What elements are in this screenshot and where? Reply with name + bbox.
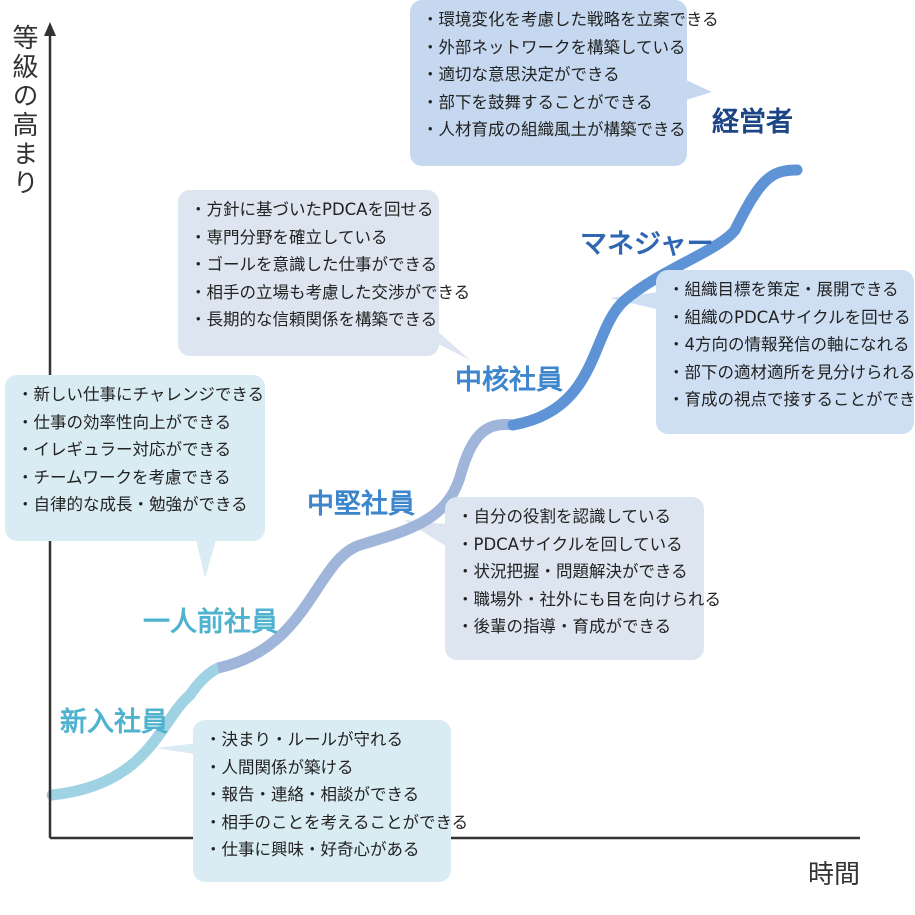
callout-item: 新しい仕事にチャレンジできる: [17, 381, 265, 409]
callout-item: 人間関係が築ける: [205, 754, 441, 782]
pointer-fullfledged: [196, 540, 216, 578]
callout-item: 組織のPDCAサイクルを回せる: [668, 304, 911, 332]
callout-item: ゴールを意識した仕事ができる: [190, 251, 438, 279]
pointer-executive: [686, 80, 712, 100]
callout-item: 相手の立場も考慮した交渉ができる: [190, 279, 471, 307]
callout-item: 自律的な成長・勉強ができる: [17, 491, 255, 519]
callout-item: 方針に基づいたPDCAを回せる: [190, 196, 434, 224]
callout-item: 育成の視点で接することができる: [668, 386, 915, 414]
callout-item: PDCAサイクルを回している: [457, 531, 694, 559]
callout-item: 人材育成の組織風土が構築できる: [422, 116, 686, 144]
callout-item: 報告・連絡・相談ができる: [205, 781, 441, 809]
callout-item: 専門分野を確立している: [190, 224, 429, 252]
callout-item: 部下を鼓舞することができる: [422, 89, 677, 117]
callout-item: 外部ネットワークを構築している: [422, 34, 686, 62]
callout-core: 方針に基づいたPDCAを回せる 専門分野を確立している ゴールを意識した仕事がで…: [178, 190, 471, 356]
stage-label-newcomer: 新入社員: [60, 707, 168, 738]
callout-item: 部下の適材適所を見分けられる: [668, 359, 915, 387]
callout-midlevel: 自分の役割を認識している PDCAサイクルを回している 状況把握・問題解決ができ…: [445, 497, 722, 660]
stage-label-manager: マネジャー: [580, 229, 714, 260]
callout-item: 後輩の指導・育成ができる: [457, 613, 694, 641]
callout-item: 状況把握・問題解決ができる: [457, 558, 694, 586]
y-axis-label: 等級の高まり: [8, 24, 38, 198]
callout-manager: 組織目標を策定・展開できる 組織のPDCAサイクルを回せる 4方向の情報発信の軸…: [656, 270, 915, 434]
callout-item: イレギュラー対応ができる: [17, 436, 255, 464]
callout-item: 4方向の情報発信の軸になれる: [668, 331, 910, 359]
callout-item: 適切な意思決定ができる: [422, 61, 677, 89]
stage-label-fullfledged: 一人前社員: [143, 607, 278, 638]
callout-item: 相手のことを考えることができる: [205, 809, 469, 837]
y-axis-arrowhead: [44, 22, 56, 36]
callout-executive: 環境変化を考慮した戦略を立案できる 外部ネットワークを構築している 適切な意思決…: [410, 0, 719, 166]
stage-label-core: 中核社員: [455, 365, 563, 396]
callout-item: 長期的な信頼関係を構築できる: [190, 306, 438, 334]
callout-item: 自分の役割を認識している: [457, 503, 694, 531]
stage-label-executive: 経営者: [712, 107, 793, 138]
callout-item: 職場外・社外にも目を向けられる: [457, 586, 722, 614]
callout-item: 仕事に興味・好奇心がある: [205, 836, 441, 864]
callout-item: 環境変化を考慮した戦略を立案できる: [422, 6, 719, 34]
callout-item: チームワークを考慮できる: [17, 464, 255, 492]
callout-newcomer: 決まり・ルールが守れる 人間関係が築ける 報告・連絡・相談ができる 相手のことを…: [193, 720, 469, 882]
x-axis-label: 時間: [808, 860, 861, 890]
callout-fullfledged: 新しい仕事にチャレンジできる 仕事の効率性向上ができる イレギュラー対応ができる…: [5, 375, 265, 541]
growth-curve-segment-1: [46, 662, 224, 801]
growth-curve-segment-2: [216, 418, 514, 674]
callout-item: 決まり・ルールが守れる: [205, 726, 441, 754]
callout-item: 仕事の効率性向上ができる: [17, 409, 255, 437]
stage-label-midlevel: 中堅社員: [307, 489, 415, 520]
callout-item: 組織目標を策定・展開できる: [668, 276, 904, 304]
